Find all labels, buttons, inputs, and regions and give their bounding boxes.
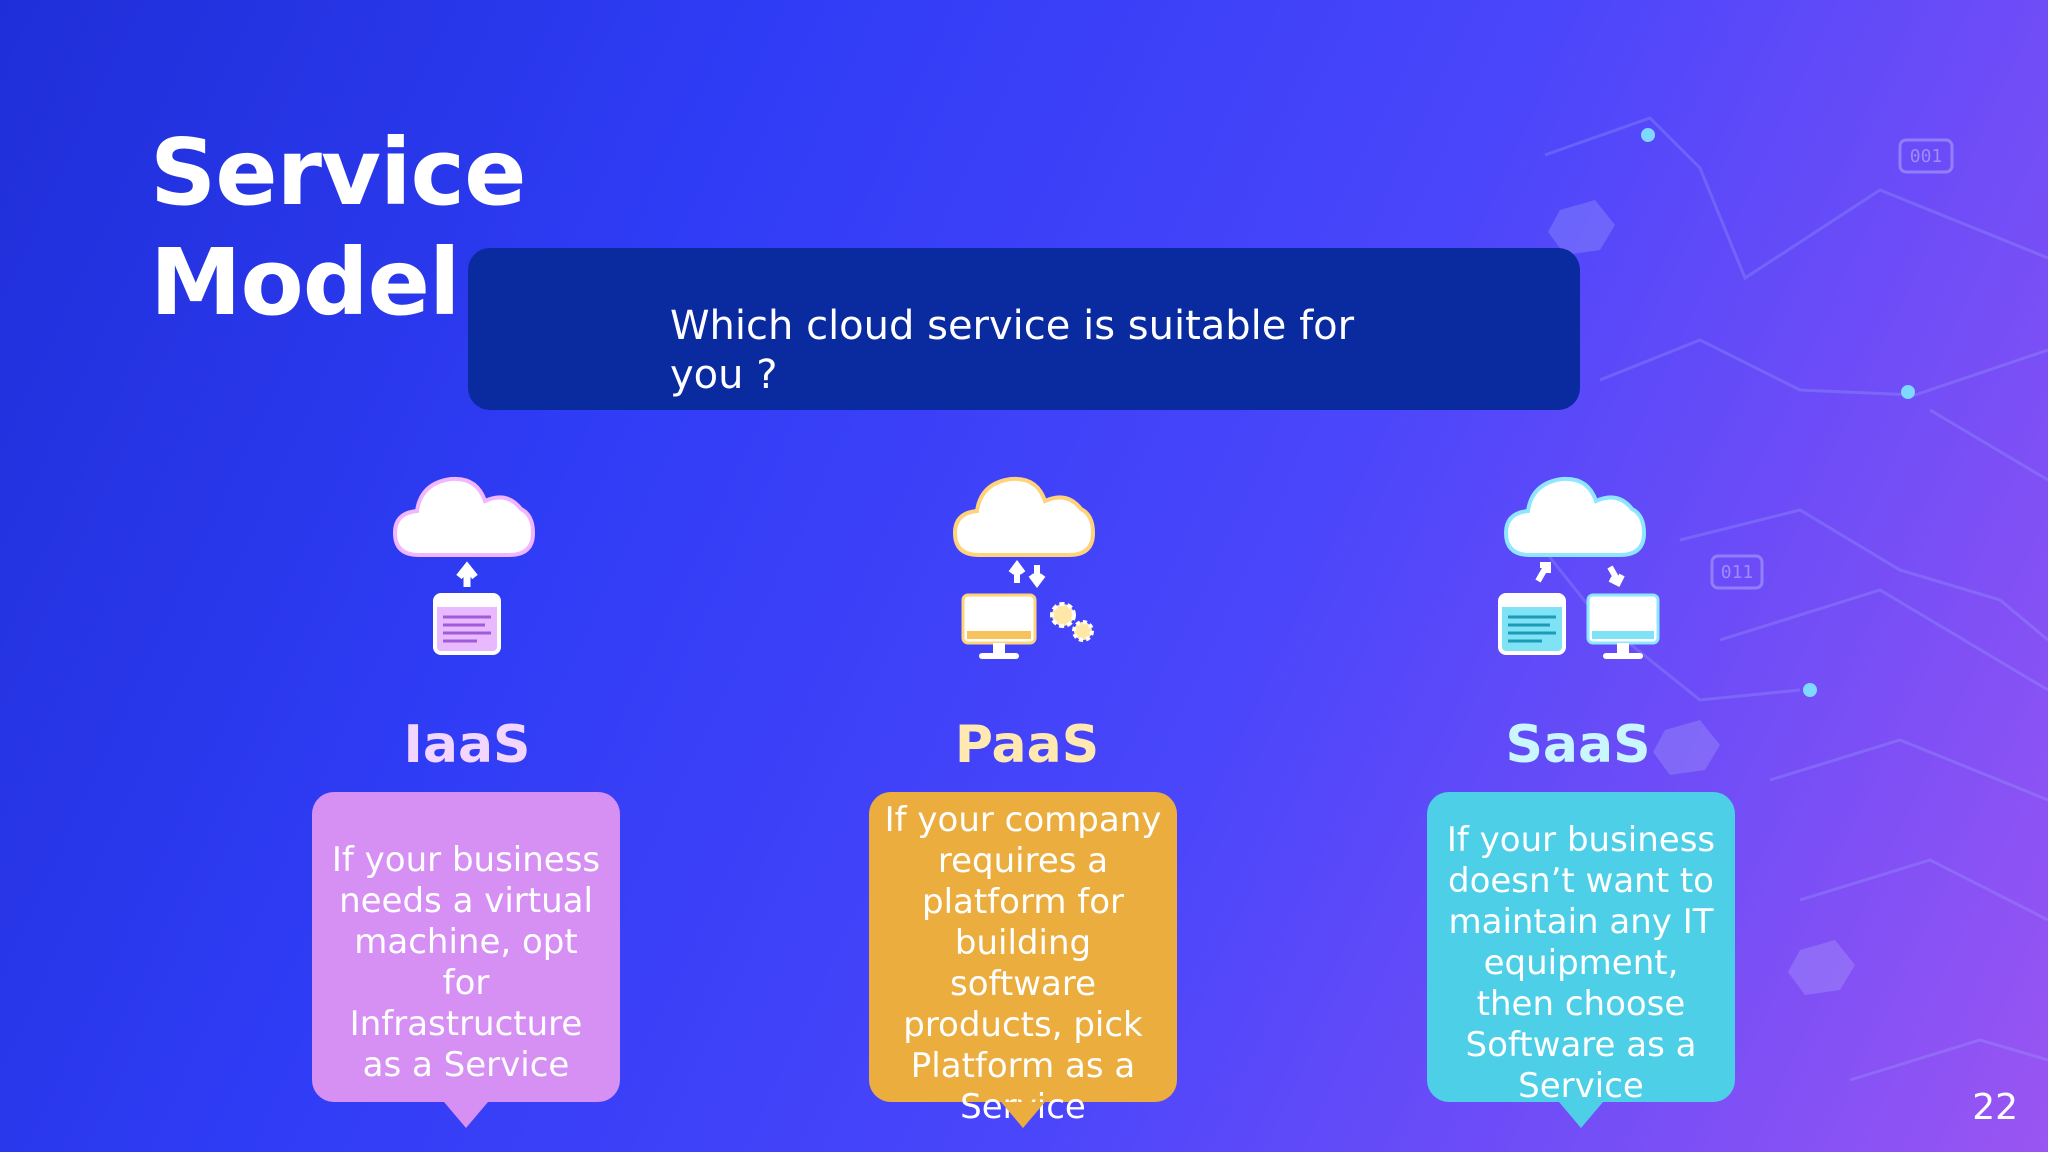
slide-title-line-2: Model	[150, 229, 461, 336]
cloud-browser-upload-icon	[392, 476, 536, 655]
service-card-iaas-text: If your business needs a virtual machine…	[331, 840, 601, 1085]
slide-title-line-1: Service	[150, 119, 526, 226]
service-card-saas-text: If your business doesn’t want to maintai…	[1446, 820, 1716, 1106]
service-label-saas: SaaS	[1505, 715, 1651, 775]
service-card-saas: If your business doesn’t want to maintai…	[1427, 792, 1735, 1128]
decor-badge-011: 011	[1721, 562, 1754, 583]
question-banner: Which cloud service is suitable for you …	[468, 248, 1580, 410]
decor-badge-001: 001	[1910, 146, 1943, 167]
service-paas: PaaS	[817, 455, 1237, 773]
cloud-computer-gears-icon	[952, 476, 1096, 659]
service-card-iaas: If your business needs a virtual machine…	[312, 792, 620, 1128]
service-label-paas: PaaS	[954, 715, 1100, 775]
card-pointer	[444, 1102, 488, 1128]
question-text: Which cloud service is suitable for you …	[670, 303, 1355, 398]
cloud-browser-computer-icon	[1498, 476, 1660, 659]
page-number: 22	[1972, 1087, 2018, 1128]
slide-title: Service Model	[150, 118, 526, 338]
service-card-paas-text: If your company requires a platform for …	[884, 800, 1162, 1127]
card-pointer	[1559, 1102, 1603, 1128]
service-card-paas: If your company requires a platform for …	[869, 792, 1177, 1128]
service-iaas: IaaS	[257, 455, 677, 773]
service-saas: SaaS	[1368, 455, 1788, 773]
card-pointer	[1001, 1102, 1045, 1128]
service-label-iaas: IaaS	[403, 715, 531, 775]
